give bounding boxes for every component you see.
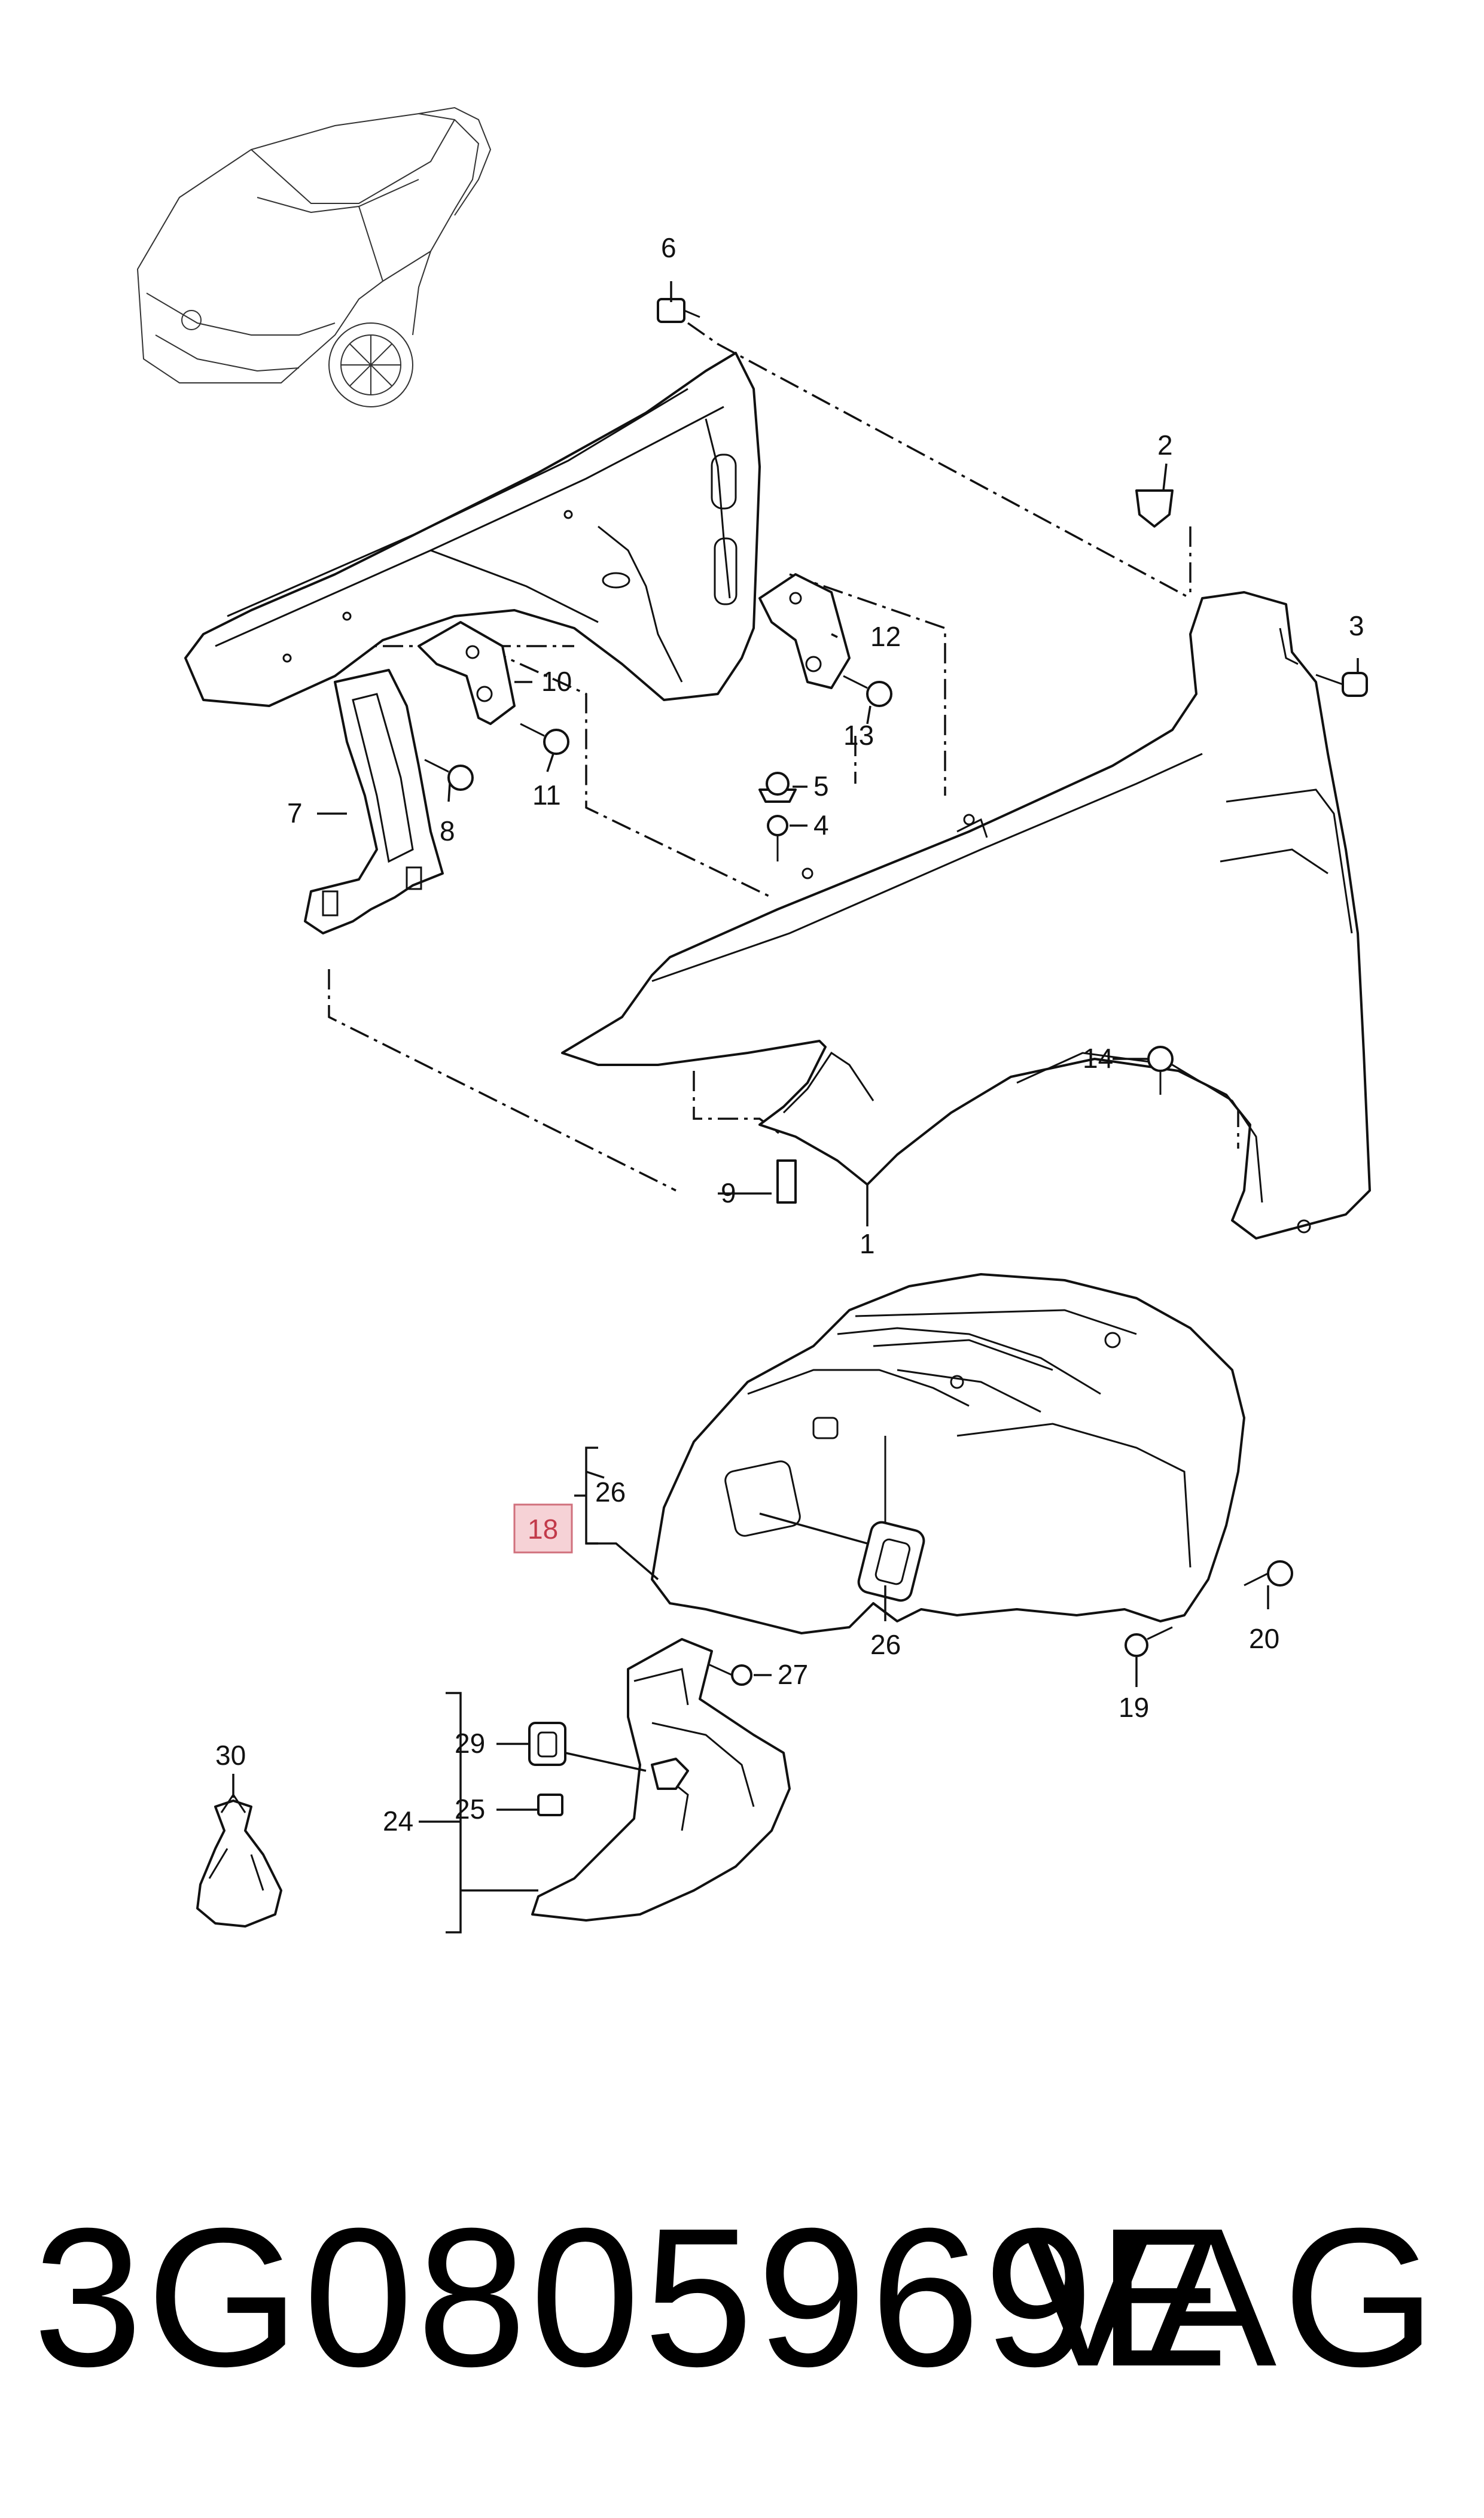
callout-14: 14 — [1083, 1043, 1113, 1074]
brackets-10-12 — [418, 573, 851, 725]
lower-liner-part-24 — [528, 1638, 791, 1922]
callout-29: 29 — [455, 1728, 485, 1759]
callout-10: 10 — [541, 666, 572, 697]
parts-diagram: 6 2 3 12 13 5 4 10 11 7 8 14 9 1 26 18 2… — [136, 106, 1371, 1934]
callout-12: 12 — [870, 621, 901, 652]
screw-4 — [767, 815, 788, 861]
screw-11 — [520, 723, 569, 755]
callout-5: 5 — [813, 771, 829, 802]
callout-30: 30 — [215, 1740, 246, 1771]
callout-20: 20 — [1249, 1623, 1279, 1654]
part-number: 3G0805969E — [33, 2187, 1233, 2407]
screw-27 — [705, 1662, 752, 1686]
callout-26-lower: 26 — [870, 1629, 901, 1660]
bolt-6 — [657, 298, 700, 323]
callout-9: 9 — [721, 1177, 736, 1208]
screw-3 — [1315, 672, 1368, 697]
inner-apron — [184, 352, 761, 707]
callout-25: 25 — [455, 1794, 485, 1825]
callout-4: 4 — [813, 809, 829, 841]
nut-5 — [758, 772, 797, 803]
screw-9 — [776, 1159, 797, 1204]
callout-7: 7 — [287, 797, 303, 829]
screw-14 — [1147, 1046, 1174, 1095]
callout-18: 18 — [528, 1514, 558, 1545]
caption: 3G0805969E VAG — [0, 2178, 1484, 2489]
leader-lines — [232, 281, 1359, 1934]
callout-8: 8 — [440, 815, 455, 847]
screw-13 — [843, 675, 892, 707]
fender-part-1 — [561, 591, 1371, 1240]
callout-11: 11 — [532, 780, 561, 811]
wheel-liner-part-18 — [651, 1273, 1245, 1634]
nut-2 — [1135, 489, 1174, 528]
clip-25 — [537, 1794, 563, 1816]
screw-20 — [1244, 1560, 1293, 1587]
screw-19 — [1125, 1626, 1173, 1657]
callout-labels: 6 2 3 12 13 5 4 10 11 7 8 14 9 1 26 18 2… — [215, 232, 1364, 1837]
callout-26-upper: 26 — [595, 1476, 626, 1508]
fasteners — [424, 298, 1368, 1686]
callout-27: 27 — [778, 1659, 808, 1690]
screw-8 — [424, 759, 474, 791]
grease-bag-part-30 — [196, 1793, 282, 1928]
callout-24: 24 — [383, 1805, 413, 1837]
brand-name: VAG — [1022, 2187, 1442, 2407]
callout-6: 6 — [661, 232, 677, 263]
callout-1: 1 — [860, 1228, 875, 1259]
callout-13: 13 — [843, 720, 874, 751]
callout-3: 3 — [1349, 610, 1364, 641]
clip-29 — [528, 1722, 566, 1766]
bracket-part-7 — [304, 669, 444, 934]
highlight-box — [513, 1503, 573, 1554]
callout-2: 2 — [1157, 430, 1173, 461]
callout-19: 19 — [1119, 1692, 1149, 1723]
vehicle-thumbnail — [136, 106, 492, 407]
